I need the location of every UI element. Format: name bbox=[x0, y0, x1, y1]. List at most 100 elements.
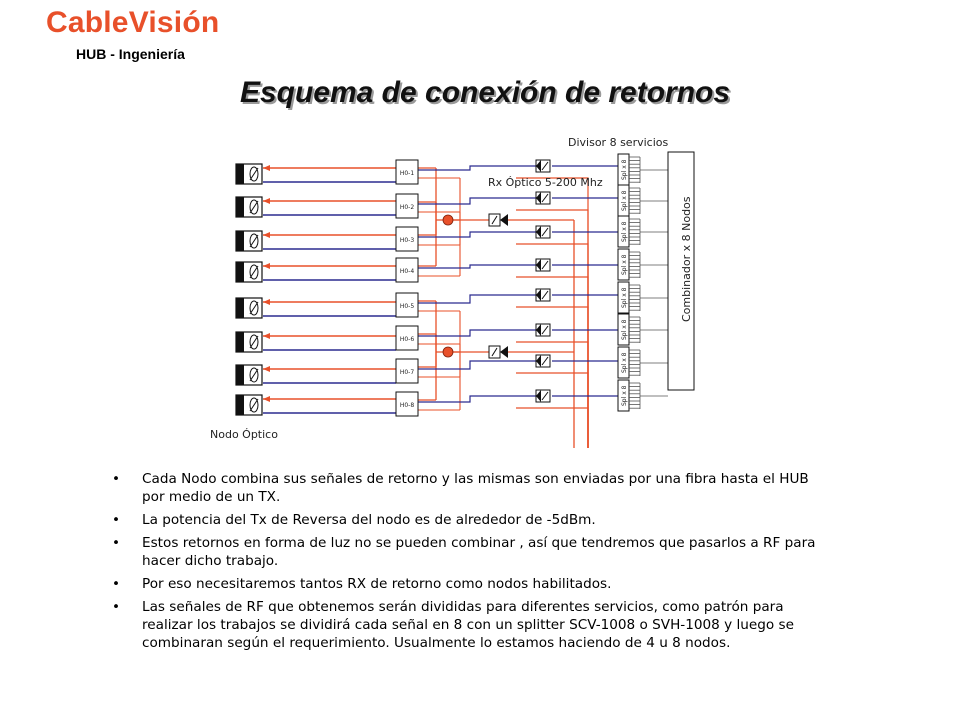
node-slash bbox=[249, 234, 259, 248]
ho-box: H0-8 bbox=[395, 391, 419, 417]
node-slash bbox=[249, 398, 259, 412]
ho-label: H0-1 bbox=[400, 170, 414, 177]
bullet-item: Cada Nodo combina sus señales de retorno… bbox=[112, 470, 832, 506]
node-slash bbox=[249, 167, 259, 181]
ho-label: H0-3 bbox=[400, 237, 414, 244]
node-lens bbox=[249, 199, 259, 215]
bullet-list: Cada Nodo combina sus señales de retorno… bbox=[112, 470, 832, 657]
ho-rect bbox=[395, 226, 419, 252]
wire-blue bbox=[418, 165, 536, 171]
splitter-icon: Spl x 8 bbox=[617, 313, 668, 346]
arrow-head bbox=[263, 366, 270, 372]
rx-receivers bbox=[535, 159, 551, 403]
optical-node-icon bbox=[235, 297, 263, 319]
ho-rect bbox=[395, 391, 419, 417]
bullet-item: Por eso necesitaremos tantos RX de retor… bbox=[112, 575, 832, 593]
spl-label: Spl x 8 bbox=[621, 352, 628, 373]
node-slash bbox=[249, 200, 259, 214]
wire-red bbox=[516, 341, 589, 448]
ho-box: H0-2 bbox=[395, 193, 419, 219]
node-plate bbox=[236, 395, 244, 415]
optical-node-icon bbox=[235, 331, 263, 353]
rx-slash bbox=[541, 161, 549, 171]
wire-red bbox=[516, 209, 589, 448]
wire-red bbox=[516, 372, 589, 448]
spl-rect bbox=[617, 379, 630, 412]
wire-blue bbox=[418, 264, 536, 269]
optical-node-icon bbox=[235, 364, 263, 386]
ho-box: H0-5 bbox=[395, 292, 419, 318]
splitter-icon: Spl x 8 bbox=[617, 379, 668, 412]
node-plate bbox=[236, 365, 244, 385]
spl-rect bbox=[617, 281, 630, 314]
node-lens bbox=[249, 233, 259, 249]
rx-receiver-icon bbox=[535, 288, 551, 302]
node-slash bbox=[249, 335, 259, 349]
splitter-icon: Spl x 8 bbox=[617, 215, 668, 248]
tx-arrow bbox=[500, 214, 508, 226]
ho-label: H0-7 bbox=[400, 369, 414, 376]
arrow-head bbox=[263, 165, 270, 171]
tx-arrow bbox=[500, 346, 508, 358]
ho-rect bbox=[395, 257, 419, 283]
tx-slash bbox=[491, 347, 498, 357]
combiner-box bbox=[667, 151, 695, 391]
splitter-icon: Spl x 8 bbox=[617, 346, 668, 379]
rx-slash bbox=[541, 356, 549, 366]
rx-slash bbox=[541, 260, 549, 270]
ho-rect bbox=[395, 193, 419, 219]
combinador-label: Combinador x 8 Nodos bbox=[680, 196, 693, 322]
arrow-head bbox=[263, 396, 270, 402]
rx-arrow bbox=[536, 192, 541, 204]
rx-receiver-icon bbox=[535, 389, 551, 403]
rx-receiver-icon bbox=[535, 323, 551, 337]
ho-box: H0-4 bbox=[395, 257, 419, 283]
brand-logo: CableVisión bbox=[46, 6, 220, 39]
ho-label: H0-6 bbox=[400, 336, 414, 343]
node-slash bbox=[249, 265, 259, 279]
rx-receiver-icon bbox=[535, 191, 551, 205]
node-plate bbox=[236, 298, 244, 318]
wire-red bbox=[516, 243, 589, 448]
splitter-icon: Spl x 8 bbox=[617, 184, 668, 217]
ho-box: H0-3 bbox=[395, 226, 419, 252]
rx-arrow bbox=[536, 289, 541, 301]
rx-arrow bbox=[536, 324, 541, 336]
ho-boxes: H0-1H0-2H0-3H0-4H0-5H0-6H0-7H0-8 bbox=[395, 159, 419, 417]
node-plate bbox=[236, 197, 244, 217]
node-lens bbox=[249, 264, 259, 280]
node-lens bbox=[249, 300, 259, 316]
rx-arrow bbox=[536, 259, 541, 271]
wire-red bbox=[516, 276, 589, 448]
splitter-icon: Spl x 8 bbox=[617, 153, 668, 186]
node-plate bbox=[236, 164, 244, 184]
rx-receiver-icon bbox=[535, 354, 551, 368]
ho-rect bbox=[395, 159, 419, 185]
ho-rect bbox=[395, 292, 419, 318]
node-plate bbox=[236, 231, 244, 251]
arrow-head bbox=[263, 232, 270, 238]
arrow-head bbox=[263, 299, 270, 305]
rx-slash bbox=[541, 193, 549, 203]
combiner-group bbox=[667, 151, 695, 391]
ho-box: H0-6 bbox=[395, 325, 419, 351]
wire-blue bbox=[418, 395, 536, 403]
rx-slash bbox=[541, 290, 549, 300]
wire-blue bbox=[418, 329, 536, 337]
coupler-dot bbox=[442, 214, 454, 226]
optical-node-icon bbox=[235, 196, 263, 218]
page-title: Esquema de conexión de retornos bbox=[239, 76, 731, 109]
spl-rect bbox=[617, 313, 630, 346]
arrow-head bbox=[263, 333, 270, 339]
rx-arrow bbox=[536, 355, 541, 367]
optical-nodes bbox=[235, 163, 263, 416]
ho-rect bbox=[395, 358, 419, 384]
optical-node-icon bbox=[235, 394, 263, 416]
wire-red bbox=[516, 306, 589, 448]
optical-node-icon bbox=[235, 163, 263, 185]
wire-blue bbox=[418, 231, 536, 238]
divisor-label: Divisor 8 servicios bbox=[568, 136, 668, 149]
rx-arrow bbox=[536, 160, 541, 172]
spl-label: Spl x 8 bbox=[621, 385, 628, 406]
